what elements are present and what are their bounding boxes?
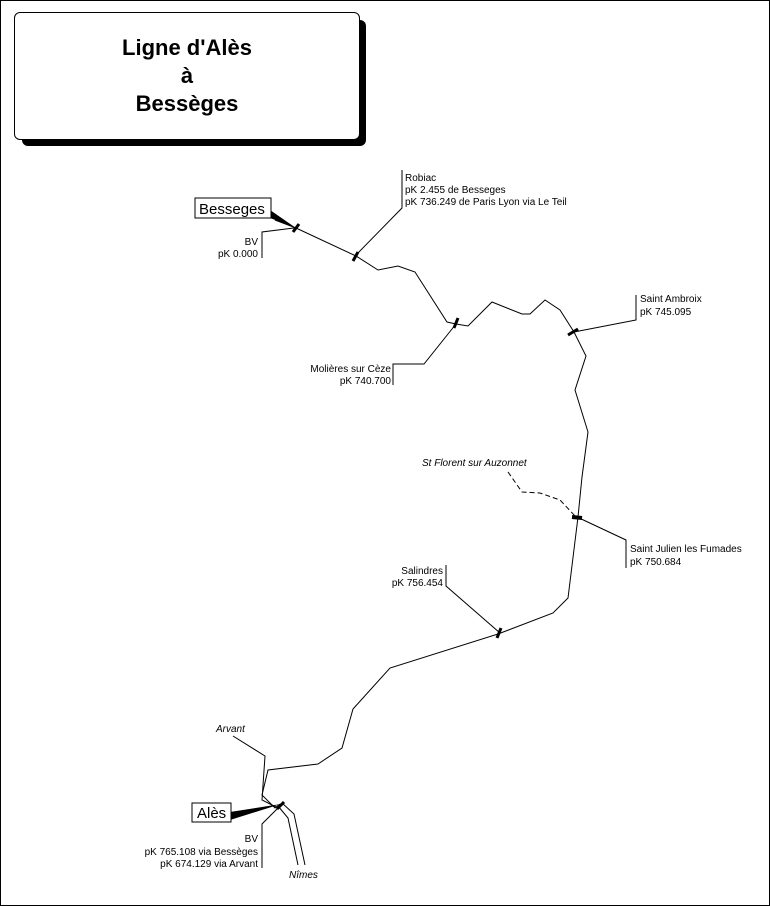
- besseges-pk-label: pK 0.000: [218, 249, 258, 260]
- robiac-pk2-label: pK 736.249 de Paris Lyon via Le Teil: [405, 197, 567, 208]
- saint-julien-name-label: Saint Julien les Fumades: [630, 544, 742, 555]
- leader-besseges-bv: [261, 227, 295, 258]
- ales-pk2-label: pK 674.129 via Arvant: [160, 859, 258, 870]
- salindres-pk-label: pK 756.454: [392, 578, 444, 589]
- besseges-bv-label: BV: [245, 237, 259, 248]
- leader-robiac: [354, 170, 403, 257]
- leader-saint-ambroix: [573, 295, 637, 333]
- salindres-name-label: Salindres: [401, 566, 443, 577]
- railway-line-arvant: [232, 735, 279, 809]
- title-line-3: Bessèges: [135, 91, 239, 116]
- pointer-besseges: [270, 210, 296, 228]
- pointer-ales: [230, 804, 281, 820]
- title-box: Ligne d'Alès à Bessèges: [14, 12, 360, 140]
- railway-line-nimes-b: [281, 802, 306, 866]
- saint-ambroix-name-label: Saint Ambroix: [640, 294, 702, 305]
- railway-line-st-florent: [507, 471, 577, 518]
- station-tick-saint-ambroix: [567, 327, 579, 337]
- robiac-name-label: Robiac: [405, 173, 436, 184]
- st-florent-label: St Florent sur Auzonnet: [422, 458, 528, 469]
- title-line-2: à: [180, 63, 194, 88]
- leader-molieres: [392, 323, 457, 385]
- nimes-label: Nîmes: [289, 870, 318, 881]
- besseges-label: Besseges: [199, 201, 265, 218]
- ales-label: Alès: [197, 805, 226, 822]
- ales-label-box: [191, 802, 232, 823]
- arvant-label: Arvant: [215, 724, 246, 735]
- leader-saint-julien: [576, 516, 627, 568]
- saint-ambroix-pk-label: pK 745.095: [640, 307, 692, 318]
- leader-ales-bv: [261, 805, 281, 868]
- molieres-name-label: Molières sur Cèze: [310, 364, 391, 375]
- besseges-label-box: [194, 197, 272, 219]
- ales-bv-label: BV: [245, 834, 259, 845]
- saint-julien-pk-label: pK 750.684: [630, 557, 682, 568]
- railway-line-nimes-a: [277, 805, 299, 866]
- robiac-pk1-label: pK 2.455 de Besseges: [405, 185, 506, 196]
- leader-salindres: [445, 565, 501, 634]
- molieres-pk-label: pK 740.700: [340, 376, 392, 387]
- railway-line-main: [261, 219, 589, 809]
- ales-pk1-label: pK 765.108 via Bessèges: [145, 847, 258, 858]
- station-tick-salindres: [495, 627, 503, 639]
- title-line-1: Ligne d'Alès: [122, 35, 252, 60]
